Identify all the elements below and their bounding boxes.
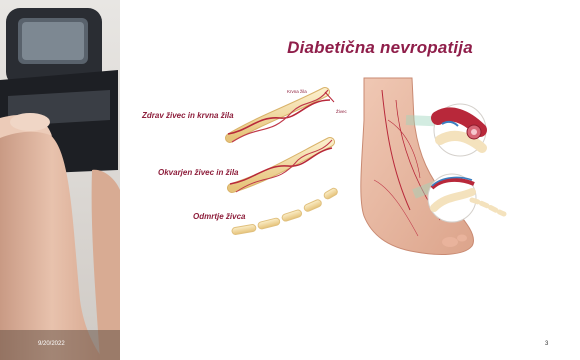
damaged-nerve-illustration bbox=[230, 140, 332, 192]
glucometer-photo bbox=[0, 0, 120, 360]
label-healthy-nerve: Zdrav živec in krvna žila bbox=[142, 111, 234, 120]
label-blood-vessel: Krvna žila bbox=[287, 89, 307, 94]
label-dead-nerve: Odmrtje živca bbox=[193, 212, 245, 221]
slide-number: 3 bbox=[545, 341, 548, 347]
dead-nerve-illustration bbox=[231, 187, 338, 235]
label-nerve: Živec bbox=[336, 109, 347, 114]
slide-title: Diabetična nevropatija bbox=[230, 38, 530, 58]
slide-date: 9/20/2022 bbox=[38, 341, 65, 347]
zoom-healthy-vessel bbox=[434, 104, 486, 156]
label-damaged-nerve: Okvarjen živec in žila bbox=[158, 168, 238, 177]
zoom-damaged-nerve bbox=[428, 174, 504, 222]
healthy-nerve-illustration bbox=[228, 90, 334, 142]
neuropathy-illustration bbox=[120, 60, 580, 300]
